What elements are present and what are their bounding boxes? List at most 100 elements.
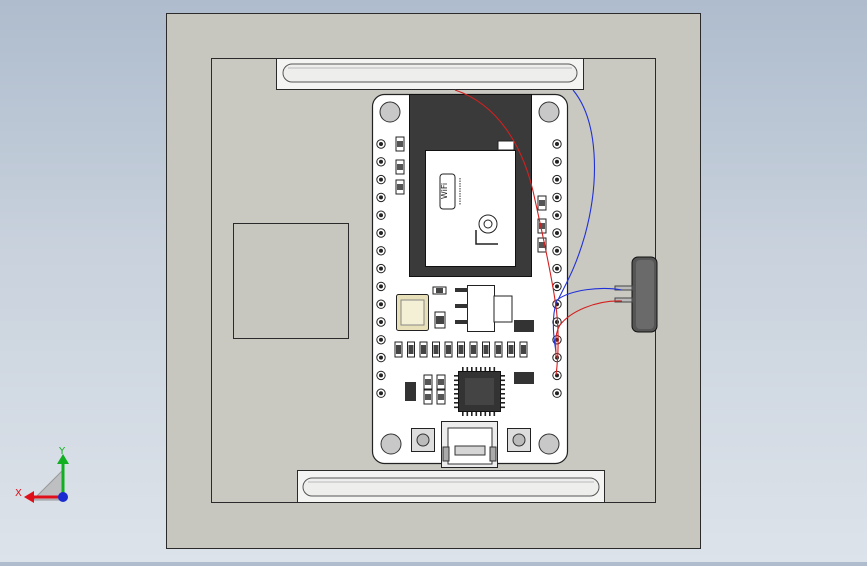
transistor-2[interactable] xyxy=(514,372,534,384)
pin-hole xyxy=(379,159,383,164)
smd-body xyxy=(433,345,439,354)
bottom-rail[interactable] xyxy=(297,470,605,503)
chip-pin xyxy=(501,375,505,377)
coordinate-triad[interactable]: Y X xyxy=(15,446,69,503)
pin-hole xyxy=(555,213,559,218)
pin-hole xyxy=(379,284,383,289)
chip-pin xyxy=(471,412,473,416)
chip-pin xyxy=(480,412,482,416)
chip-pin xyxy=(493,367,496,371)
smd-body xyxy=(539,200,545,206)
pin-header-left[interactable] xyxy=(376,139,386,398)
pin-hole xyxy=(555,391,559,396)
smd-body xyxy=(438,394,444,400)
chip-pin xyxy=(454,402,458,404)
chip-pin xyxy=(454,375,458,377)
chip-pin xyxy=(501,393,505,395)
usb-connector[interactable] xyxy=(441,421,498,468)
chip-pin xyxy=(454,384,458,386)
crystal-component[interactable] xyxy=(396,294,429,331)
diode[interactable] xyxy=(405,382,416,401)
smd-body xyxy=(436,316,444,324)
pin-hole xyxy=(379,266,383,271)
chip-pin xyxy=(489,367,491,371)
chip-pin xyxy=(501,406,505,409)
wifi-logo xyxy=(439,173,456,210)
chip-pin xyxy=(454,397,458,400)
smd-body xyxy=(397,164,403,170)
esp-module[interactable]: WiFi xyxy=(409,94,532,277)
chip-pin xyxy=(454,388,458,391)
chip-pin xyxy=(489,412,491,416)
chip-pin xyxy=(454,406,458,409)
chip-pin xyxy=(501,384,505,386)
side-block[interactable] xyxy=(233,223,349,339)
pin-hole xyxy=(379,373,383,378)
smd-body xyxy=(483,345,489,354)
smd-body xyxy=(521,345,526,354)
chip-pin xyxy=(480,367,482,371)
pin-hole xyxy=(555,266,559,271)
smd-body xyxy=(458,345,464,354)
wifi-label: WiFi xyxy=(440,183,449,199)
chip-pin xyxy=(462,367,464,371)
pin-hole xyxy=(379,337,383,342)
chip-pin xyxy=(471,367,473,371)
smd-body xyxy=(421,345,426,354)
wire-blue-top xyxy=(557,89,595,301)
smd-body xyxy=(397,141,403,147)
pin-header-right[interactable] xyxy=(552,139,562,398)
smd-body xyxy=(425,394,431,400)
chip-pin xyxy=(466,367,469,371)
smd-body xyxy=(436,288,443,293)
smd-body xyxy=(396,345,401,354)
smd-body xyxy=(471,345,476,354)
transistor-1[interactable] xyxy=(514,320,534,332)
top-rail[interactable] xyxy=(276,58,584,90)
pin-hole xyxy=(555,159,559,164)
reset-button[interactable] xyxy=(411,428,435,452)
pin-hole xyxy=(555,177,559,182)
boot-button[interactable] xyxy=(507,428,531,452)
smd-body xyxy=(539,223,545,229)
pin-hole xyxy=(555,142,559,146)
wire-blue-buzzer xyxy=(552,287,623,353)
pin-hole xyxy=(379,213,383,218)
pin-hole xyxy=(379,320,383,324)
mounting-holes xyxy=(379,101,560,455)
chip-pin xyxy=(501,388,505,391)
pin-hole xyxy=(555,231,559,235)
chip-pin xyxy=(475,412,478,416)
pin-hole xyxy=(379,142,383,146)
mcu-chip[interactable] xyxy=(454,367,505,416)
chip-pin xyxy=(493,412,496,416)
chip-pin xyxy=(475,367,478,371)
smd-body xyxy=(446,345,451,354)
smd-components[interactable] xyxy=(394,136,547,405)
chip-pin xyxy=(501,402,505,404)
pin-hole xyxy=(379,248,383,253)
buzzer-component[interactable] xyxy=(614,256,658,333)
chip-pin xyxy=(462,412,464,416)
chip-pin xyxy=(454,393,458,395)
pin-hole xyxy=(379,302,383,307)
pin-hole xyxy=(379,355,383,360)
wire-red-top xyxy=(454,89,559,376)
smd-body xyxy=(508,345,514,354)
chip-pin xyxy=(466,412,469,416)
chip-pin xyxy=(484,412,487,416)
chip-pin xyxy=(484,367,487,371)
smd-body xyxy=(425,379,431,385)
pin-hole xyxy=(379,195,383,200)
smd-body xyxy=(438,379,444,385)
pin-hole xyxy=(555,195,559,200)
pin-hole xyxy=(379,177,383,182)
wires xyxy=(454,89,623,376)
chip-pin xyxy=(501,397,505,400)
pin-hole xyxy=(379,391,383,396)
voltage-regulator[interactable] xyxy=(455,285,513,332)
chip-pin xyxy=(454,379,458,382)
chip-pin xyxy=(501,379,505,382)
